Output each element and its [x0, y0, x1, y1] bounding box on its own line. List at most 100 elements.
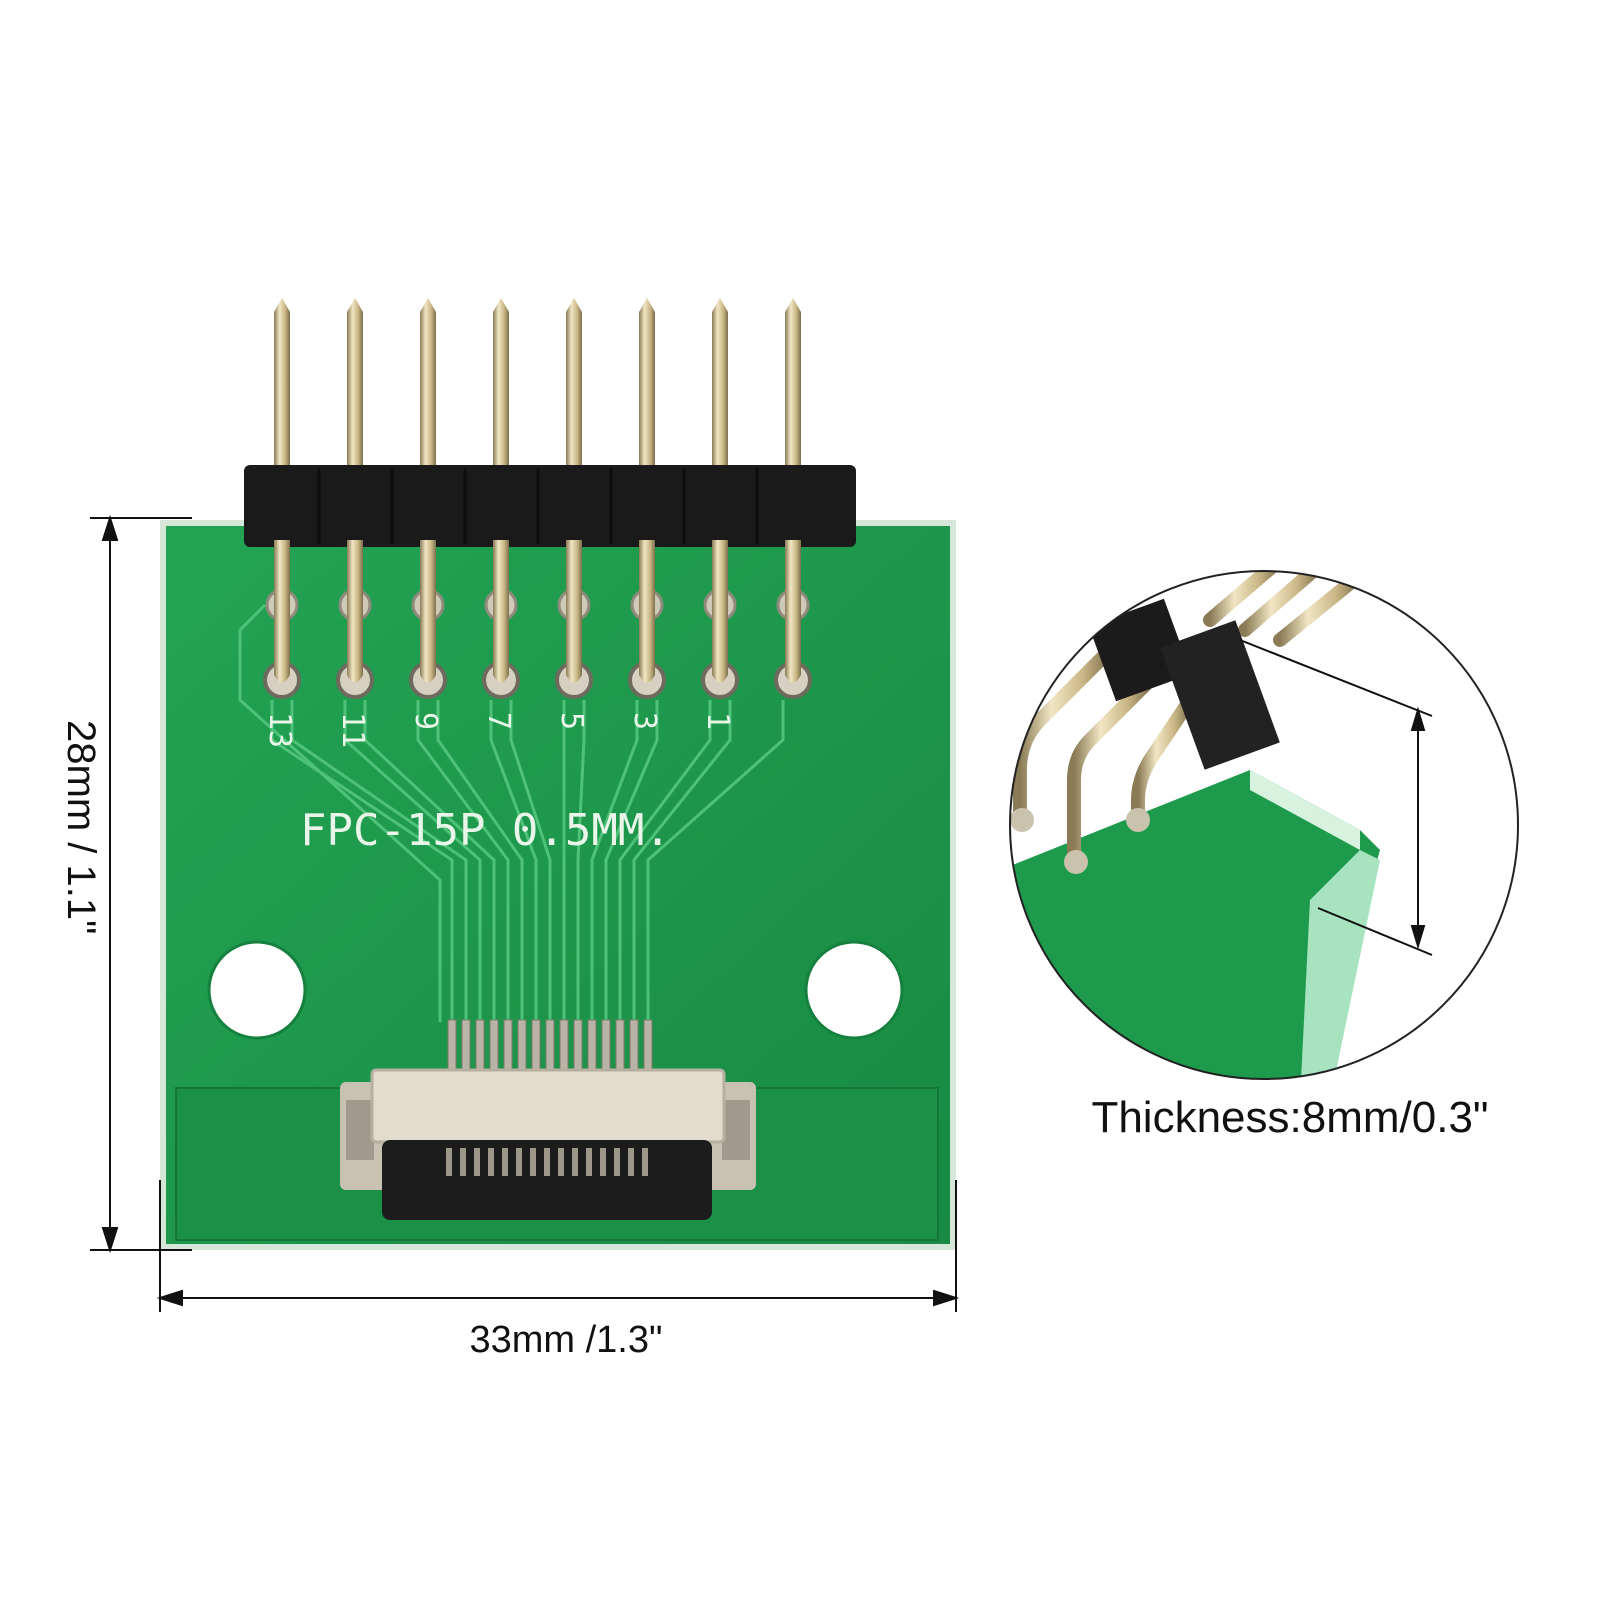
latch-tooth: [586, 1148, 592, 1176]
header-pin: [566, 298, 582, 470]
detail-pad: [1126, 808, 1150, 832]
trace: [343, 700, 482, 1022]
fpc-contact: [531, 1019, 541, 1077]
detail-circle-border: [1009, 570, 1519, 1080]
height-dimension: [90, 514, 192, 1254]
trace: [618, 700, 712, 1022]
pcb-traces: [238, 603, 785, 1022]
header-pin-leg: [493, 540, 509, 683]
header-pins: [274, 298, 801, 470]
trace: [604, 700, 659, 1022]
latch-tooth: [572, 1148, 578, 1176]
silkscreen-title: FPC-15P 0.5MM.: [300, 805, 671, 856]
pin-header: [244, 298, 856, 683]
arrow-down-icon: [101, 1227, 119, 1254]
latch-tooth: [614, 1148, 620, 1176]
header-pin-leg: [420, 540, 436, 683]
mounting-hole-icon: [207, 940, 307, 1040]
trace: [509, 700, 552, 1022]
header-pin: [712, 298, 728, 470]
latch-tooth: [502, 1148, 508, 1176]
fpc-contact: [447, 1019, 457, 1077]
latch-tooth: [544, 1148, 550, 1176]
latch-tooth: [628, 1148, 634, 1176]
trace: [416, 700, 510, 1022]
trace: [590, 700, 639, 1022]
connector-tab-right: [722, 1100, 750, 1160]
header-pin-leg: [712, 540, 728, 683]
detail-pcb-top-edge: [1250, 770, 1360, 850]
header-pin: [347, 298, 363, 470]
fpc-contact: [545, 1019, 555, 1077]
width-dimension-label: 33mm /1.3": [469, 1319, 662, 1361]
header-pin: [420, 298, 436, 470]
pin-number-label: 3: [627, 712, 662, 730]
trace: [238, 603, 442, 1022]
detail-pad: [1010, 808, 1034, 832]
pin-number-label: 5: [554, 712, 589, 730]
latch-tooth: [600, 1148, 606, 1176]
pin-number-label: 13: [262, 712, 297, 748]
header-pin-leg: [347, 540, 363, 683]
trace: [290, 700, 468, 1022]
fpc-contact: [503, 1019, 513, 1077]
height-dimension-label: 28mm / 1.1": [59, 720, 103, 934]
fpc-contact: [643, 1019, 653, 1077]
detail-pcb-edge: [1300, 850, 1380, 1079]
thickness-dimension: [1239, 639, 1433, 956]
header-pins-bent: [274, 540, 801, 683]
thickness-extension-bottom: [1317, 907, 1433, 956]
connector-top: [370, 1068, 726, 1144]
detail-header-block: [1088, 598, 1192, 702]
latch-tooth: [516, 1148, 522, 1176]
mounting-hole-icon: [804, 940, 904, 1040]
fpc-connector: [340, 1019, 756, 1220]
fpc-contacts: [447, 1019, 653, 1077]
fpc-contact: [475, 1019, 485, 1077]
fpc-contact: [517, 1019, 527, 1077]
thickness-detail: [1009, 570, 1519, 1080]
arrow-up-icon: [101, 514, 119, 541]
fpc-contact: [559, 1019, 569, 1077]
trace: [436, 700, 524, 1022]
header-pin: [639, 298, 655, 470]
latch-teeth: [446, 1148, 648, 1176]
header-body: [244, 465, 856, 547]
latch-tooth: [642, 1148, 648, 1176]
pin-number-label: 1: [700, 712, 735, 730]
thickness-extension-top: [1239, 639, 1433, 717]
arrow-right-icon: [933, 1289, 960, 1307]
header-segments: [317, 468, 759, 544]
fpc-contact: [615, 1019, 625, 1077]
width-dimension: [156, 1180, 960, 1312]
latch-tooth: [558, 1148, 564, 1176]
latch-tooth: [474, 1148, 480, 1176]
header-pin: [785, 298, 801, 470]
latch-tooth: [446, 1148, 452, 1176]
trace: [646, 700, 785, 1022]
arrow-up-icon: [1410, 706, 1426, 731]
latch-tooth: [530, 1148, 536, 1176]
connector-tab-left: [346, 1100, 374, 1160]
thickness-label: Thickness:8mm/0.3": [1091, 1093, 1488, 1142]
detail-header-block: [1160, 620, 1280, 770]
fpc-contact: [601, 1019, 611, 1077]
latch-tooth: [488, 1148, 494, 1176]
arrow-down-icon: [1410, 925, 1426, 950]
fpc-contact: [629, 1019, 639, 1077]
trace: [270, 700, 454, 1022]
latch-tooth: [460, 1148, 466, 1176]
header-pin: [274, 298, 290, 470]
detail-pad: [1064, 850, 1088, 874]
fpc-contact: [461, 1019, 471, 1077]
fpc-contact: [573, 1019, 583, 1077]
trace: [363, 700, 496, 1022]
header-pin-leg: [639, 540, 655, 683]
header-pin-leg: [274, 540, 290, 683]
pin-number-label: 7: [481, 712, 516, 730]
pin-number-label: 9: [408, 712, 443, 730]
fpc-contact: [489, 1019, 499, 1077]
header-pin: [493, 298, 509, 470]
